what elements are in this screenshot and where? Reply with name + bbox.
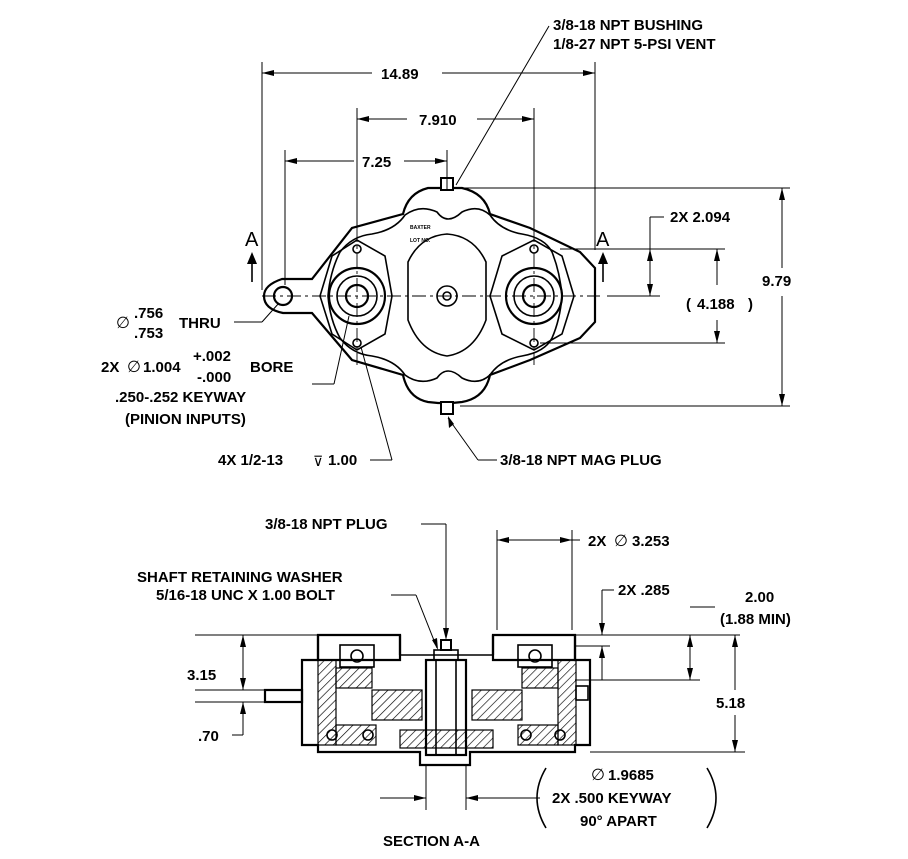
- pilot-dia-symbol: ∅: [614, 533, 628, 550]
- section-view: 3/8-18 NPT PLUG SHAFT RETAINING WASHER 5…: [137, 516, 791, 850]
- top-view: BAXTER LOT NO. 14.89 7.910 7.25 3/8-18 N…: [101, 17, 791, 469]
- housing-cavity: [327, 207, 563, 383]
- shaft-min: (1.88 MIN): [720, 611, 791, 628]
- housing-outline: [262, 186, 597, 405]
- pilot-height: 2X .285: [618, 582, 670, 599]
- thru-upper: .756: [134, 305, 163, 322]
- output-dia-symbol: ∅: [591, 767, 605, 784]
- hatch-right-top: [521, 667, 559, 689]
- washer-line2: 5/16-18 UNC X 1.00 BOLT: [156, 587, 335, 604]
- tapped-holes-prefix: 4X 1/2-13: [218, 452, 283, 469]
- right-side-stub: [575, 685, 589, 701]
- dim-pinion-spacing: 7.910: [419, 112, 457, 129]
- right-upper-housing: [491, 633, 577, 662]
- hatch-left-wall: [317, 659, 337, 746]
- nameplate-line2: LOT NO.: [410, 238, 431, 244]
- output-keyway-angle: 90° APART: [580, 813, 657, 830]
- dim-bolt-spacing-open: (: [686, 296, 691, 313]
- thru-label: THRU: [179, 315, 221, 332]
- left-height: 3.15: [187, 667, 216, 684]
- center-plug: [440, 639, 452, 651]
- plug-label: 3/8-18 NPT PLUG: [265, 516, 388, 533]
- dim-bolt-spacing-close: ): [748, 296, 753, 313]
- keyway-line1: .250-.252 KEYWAY: [115, 389, 246, 406]
- hatch-center-low: [399, 729, 494, 749]
- dim-hole-offset: 7.25: [362, 154, 391, 171]
- left-input-stub: [263, 688, 304, 704]
- hatch-right-bottom: [517, 724, 559, 746]
- right-boss-hex: [489, 239, 575, 351]
- right-bearing-top: [517, 644, 553, 668]
- dim-bolt-spacing: 4.188: [697, 296, 735, 313]
- left-low: .70: [198, 728, 219, 745]
- bore-value: 1.004: [143, 359, 181, 376]
- vent-callout-line2: 1/8-27 NPT 5-PSI VENT: [553, 36, 716, 53]
- bore-dia-symbol: ∅: [127, 359, 141, 376]
- section-mark-left: A: [245, 229, 259, 251]
- hatch-left-bottom: [335, 724, 377, 746]
- keyway-line2: (PINION INPUTS): [125, 411, 246, 428]
- output-keyway: 2X .500 KEYWAY: [552, 790, 672, 807]
- hatch-left-mid: [371, 689, 423, 721]
- shaft-height: 2.00: [745, 589, 774, 606]
- pilot-prefix: 2X: [588, 533, 606, 550]
- nameplate-line1: BAXTER: [410, 225, 431, 231]
- washer-line1: SHAFT RETAINING WASHER: [137, 569, 343, 586]
- left-bearing-top: [339, 644, 375, 668]
- left-upper-housing: [316, 633, 402, 662]
- thru-lower: .753: [134, 325, 163, 342]
- depth-symbol: ⊽: [313, 453, 323, 469]
- bore-prefix: 2X: [101, 359, 119, 376]
- thru-dia-symbol: ∅: [116, 315, 130, 332]
- vent-callout-line1: 3/8-18 NPT BUSHING: [553, 17, 703, 34]
- dim-overall-width: 14.89: [381, 66, 419, 83]
- bore-label: BORE: [250, 359, 293, 376]
- tapped-holes-depth: 1.00: [328, 452, 357, 469]
- pilot-value: 3.253: [632, 533, 670, 550]
- output-dia: 1.9685: [608, 767, 654, 784]
- total-height: 5.18: [716, 695, 745, 712]
- mag-plug: [440, 401, 454, 415]
- bore-tol-plus: +.002: [193, 348, 231, 365]
- section-title: SECTION A-A: [383, 833, 480, 850]
- hatch-left-top: [335, 667, 373, 689]
- section-mark-right: A: [596, 229, 610, 251]
- bore-tol-minus: -.000: [197, 369, 231, 386]
- hatch-right-wall: [557, 659, 577, 746]
- hatch-right-mid: [471, 689, 523, 721]
- dim-height: 9.79: [762, 273, 791, 290]
- dim-bolt-half: 2X 2.094: [670, 209, 731, 226]
- center-boss: [407, 233, 487, 357]
- mag-plug-label: 3/8-18 NPT MAG PLUG: [500, 452, 662, 469]
- left-boss-hex: [319, 239, 393, 351]
